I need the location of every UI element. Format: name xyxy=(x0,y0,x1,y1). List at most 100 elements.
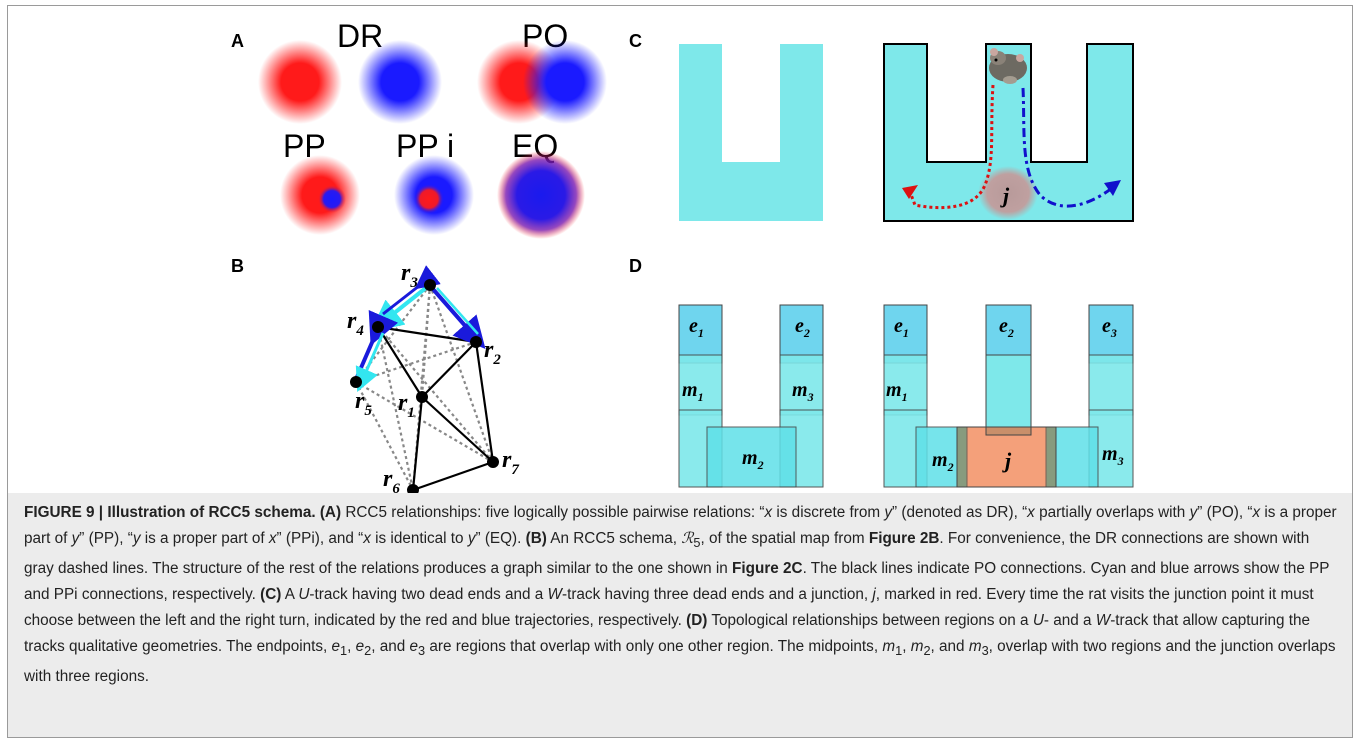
po-blue-blob xyxy=(523,40,607,124)
right-arrowhead xyxy=(1104,180,1121,196)
caption-subscript: 3 xyxy=(981,643,989,659)
caption-figure-link[interactable]: Figure 2B xyxy=(868,530,940,547)
w-region-e3 xyxy=(1088,304,1134,364)
node-label-r4: r4 xyxy=(347,308,364,339)
dr-edge xyxy=(355,381,494,463)
w-label-e2: e2 xyxy=(999,315,1014,340)
node-label-r6: r6 xyxy=(383,466,400,493)
caption-subscript: 1 xyxy=(340,643,348,659)
u-label-e2: e2 xyxy=(795,315,810,340)
pp-arrow xyxy=(370,285,429,332)
caption-var: e xyxy=(331,638,341,656)
po-edge xyxy=(412,460,494,492)
caption-ref-a: (A) xyxy=(319,504,342,521)
figure-9-graphic: A DR PO PP PP i EQ B xyxy=(231,18,1134,493)
caption-text: partially overlaps with xyxy=(1034,504,1190,521)
caption-text: -track having three dead ends and a junc… xyxy=(561,586,873,604)
w-label-m1: m1 xyxy=(886,379,908,404)
caption-var: W xyxy=(1095,612,1111,630)
caption-text: . For convenience, the DR connections ar… xyxy=(24,530,1310,578)
rcc5-graph: r3 r4 r2 r5 r1 r7 r6 xyxy=(347,260,519,493)
caption-text: Topological relationships between region… xyxy=(707,612,1033,630)
caption-text: -track having two dead ends and a xyxy=(309,586,548,604)
caption-text: RCC5 relationships: five logically possi… xyxy=(341,504,765,521)
left-arrowhead xyxy=(902,185,918,199)
node-label-r2: r2 xyxy=(484,337,501,368)
node-label-r3: r3 xyxy=(401,260,418,291)
dr-red-blob xyxy=(258,40,342,124)
caption-var: e xyxy=(355,638,365,656)
caption-subscript: 5 xyxy=(693,535,701,551)
u-track-regions xyxy=(678,304,824,488)
caption-text: is a proper part of xyxy=(24,504,1337,547)
w-label-junction: j xyxy=(1002,448,1012,473)
w-overlap-left xyxy=(956,426,968,488)
panel-label-d: D xyxy=(629,256,642,276)
w-region-m1 xyxy=(883,354,928,416)
caption-var: x xyxy=(1027,504,1035,521)
caption-var: m xyxy=(968,638,982,656)
caption-figure-link[interactable]: Figure 2C xyxy=(732,560,803,578)
w-label-m2: m2 xyxy=(932,449,954,474)
left-turn-trajectory xyxy=(908,84,995,210)
junction-region xyxy=(978,166,1038,220)
caption-text: ” (EQ). xyxy=(475,530,526,547)
w-track-shape xyxy=(883,43,1134,222)
caption-text: , and xyxy=(371,638,410,656)
caption-subscript: 2 xyxy=(364,643,372,659)
caption-var: y xyxy=(71,530,80,547)
ppi-inner-red-blob xyxy=(414,184,444,214)
pp-arrow xyxy=(355,332,385,392)
caption-var: x xyxy=(1252,504,1261,521)
caption-ref-c: (C) xyxy=(260,586,282,604)
pp-inner-blue-blob xyxy=(318,185,346,213)
u-region-m2 xyxy=(706,426,797,488)
w-label-e3: e3 xyxy=(1102,315,1117,340)
node-r6 xyxy=(407,484,419,493)
ppi-arrow xyxy=(430,286,486,350)
caption-figure-label: FIGURE 9 | Illustration of RCC5 schema. xyxy=(24,504,316,521)
dr-edge xyxy=(411,284,432,491)
caption-var: x xyxy=(268,530,277,547)
caption-var: m xyxy=(910,638,924,656)
caption-var: y xyxy=(884,504,892,521)
u-label-m2: m2 xyxy=(742,447,764,472)
caption-symbol: ℛ xyxy=(681,530,694,547)
figure-caption: FIGURE 9 | Illustration of RCC5 schema. … xyxy=(24,500,1342,690)
node-r7 xyxy=(487,456,499,468)
caption-var: U xyxy=(1032,612,1044,630)
u-region-m1 xyxy=(678,354,723,416)
caption-text: -track that allow capturing the tracks q… xyxy=(24,612,1311,656)
w-region-m2-stem xyxy=(985,354,1032,436)
po-edge xyxy=(421,396,494,463)
w-label-m3: m3 xyxy=(1102,443,1124,468)
figure-frame xyxy=(7,5,1353,738)
dr-edge xyxy=(355,381,414,491)
caption-ref-d: (D) xyxy=(686,612,708,630)
ppi-arrow xyxy=(382,265,441,316)
pp-arrow xyxy=(436,287,479,335)
u-label-m3: m3 xyxy=(792,379,814,404)
node-label-r7: r7 xyxy=(502,447,519,478)
rat-icon xyxy=(989,48,1027,84)
caption-text: , xyxy=(902,638,911,656)
caption-text: , xyxy=(347,638,356,656)
caption-var: y xyxy=(467,530,476,547)
u-label-e1: e1 xyxy=(689,315,704,340)
node-r5 xyxy=(350,376,362,388)
u-label-m1: m1 xyxy=(682,379,704,404)
caption-text: , overlap with two regions and the junct… xyxy=(24,638,1336,686)
w-overlap-right xyxy=(1045,426,1057,488)
caption-text: - and a xyxy=(1043,612,1096,630)
caption-var: e xyxy=(409,638,419,656)
caption-text: , marked in red. Every time the rat visi… xyxy=(24,586,1314,630)
caption-ref-b: (B) xyxy=(525,530,547,547)
caption-background xyxy=(8,493,1352,737)
u-region-m3 xyxy=(779,354,824,416)
panel-label-a: A xyxy=(231,31,244,51)
caption-subscript: 2 xyxy=(923,643,931,659)
caption-text: ” (PPi), and “ xyxy=(276,530,364,547)
node-r3 xyxy=(424,279,436,291)
caption-text: , and xyxy=(930,638,969,656)
w-region-e1 xyxy=(883,304,928,364)
